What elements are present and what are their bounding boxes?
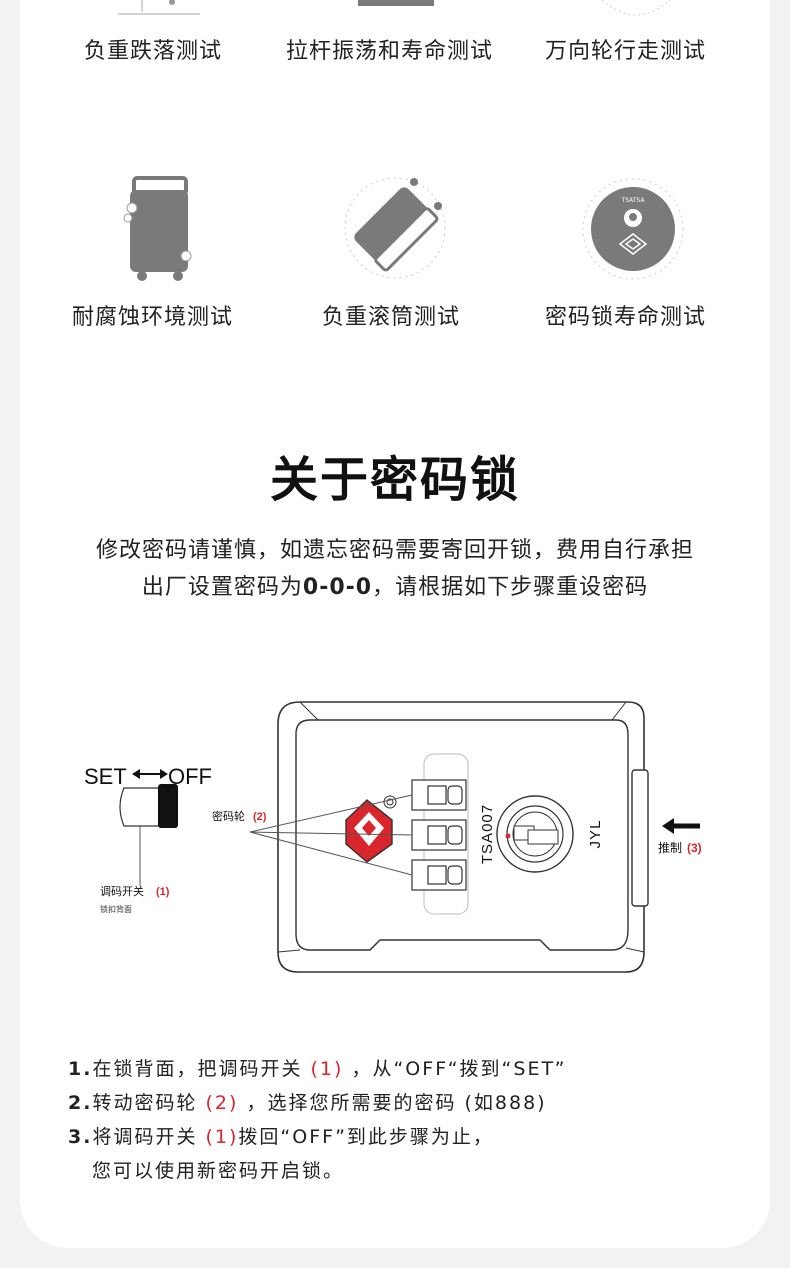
- step-item: 3.将调码开关 (1)拨回“OFF”到此步骤为止，: [68, 1126, 494, 1148]
- drop-test-icon: [118, 0, 200, 15]
- test-label-handle: 拉杆振荡和寿命测试: [286, 39, 494, 64]
- test-label-roller: 负重滚筒测试: [322, 305, 461, 330]
- set-label: SET: [84, 764, 127, 789]
- test-label-corrosion: 耐腐蚀环境测试: [72, 305, 234, 330]
- lock-diagram: SET OFF 密码轮 (2) 调码开关 (1) 锁扣背面 推制 (3) TSA…: [84, 701, 702, 973]
- push-label: 推制: [658, 841, 682, 855]
- off-label: OFF: [168, 764, 212, 789]
- switch-num: (1): [156, 886, 170, 898]
- intro-line-1: 修改密码请谨慎，如遗忘密码需要寄回开锁，费用自行承担: [95, 538, 694, 563]
- factory-code: 0-0-0: [302, 575, 373, 600]
- section-title: 关于密码锁: [269, 452, 520, 508]
- brand-text: JYL: [587, 820, 604, 849]
- tsa-ring-text: TSATSA: [621, 197, 646, 204]
- roller-test-icon: [344, 177, 446, 279]
- test-label-drop: 负重跌落测试: [84, 39, 223, 64]
- wheel-label: 密码轮: [212, 809, 245, 823]
- step-item: 2.转动密码轮 (2) ，选择您所需要的密码 (如888): [68, 1092, 547, 1114]
- test-label-lock: 密码锁寿命测试: [545, 305, 707, 330]
- step-continuation: 您可以使用新密码开启锁。: [92, 1160, 345, 1182]
- model-text: TSA007: [479, 804, 496, 864]
- test-label-wheel: 万向轮行走测试: [545, 39, 707, 64]
- steps-list: 1.在锁背面，把调码开关 (1) ，从“OFF“拨到“SET” 2.转动密码轮 …: [68, 1052, 566, 1188]
- step-item: 1.在锁背面，把调码开关 (1) ，从“OFF“拨到“SET”: [68, 1058, 567, 1080]
- intro-line-2: 出厂设置密码为0-0-0，请根据如下步骤重设密码: [141, 575, 649, 600]
- handle-test-icon: [358, 0, 434, 6]
- wheel-test-icon: [601, 0, 671, 16]
- lock-life-icon: TSATSA: [582, 178, 684, 280]
- suitcase-icon: [123, 176, 192, 281]
- switch-label: 调码开关: [100, 884, 144, 898]
- push-num: (3): [687, 841, 702, 855]
- wheel-num: (2): [253, 811, 267, 823]
- switch-note: 锁扣背面: [100, 904, 132, 914]
